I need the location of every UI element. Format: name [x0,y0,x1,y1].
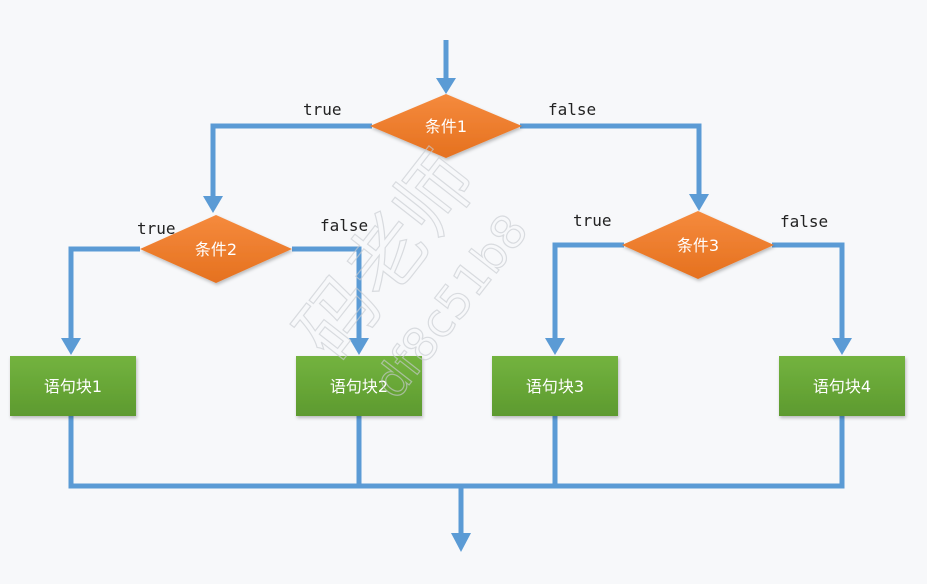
block-3-label: 语句块3 [526,377,584,396]
c3-true-label: true [573,211,612,230]
b3-arrowhead [545,338,565,355]
block-2-label: 语句块2 [330,377,388,396]
b4-arrowhead [832,338,852,355]
merge-line [68,416,845,489]
c2-true-label: true [137,219,176,238]
block-4-label: 语句块4 [813,377,871,396]
c3-true-line [552,242,624,340]
block-4 [779,356,905,416]
block-2 [296,356,422,416]
block-1-label: 语句块1 [44,377,102,396]
c3-false-line [772,242,845,340]
block-1 [10,356,136,416]
arrowheads [61,78,852,552]
decision-1 [370,94,522,158]
c1-true-line [210,123,372,198]
decision-2 [140,215,292,283]
block-3 [492,356,618,416]
c1-false-label: false [548,100,596,119]
decision-2-label: 条件2 [195,240,237,259]
c2-false-label: false [320,216,368,235]
c3-false-label: false [780,212,828,231]
decision-1-label: 条件1 [425,117,467,136]
entry-arrowhead [436,78,456,94]
b2-arrowhead [349,338,369,355]
c1-true-label: true [303,100,342,119]
exit-arrowhead [451,533,471,552]
c2-false-line [292,246,362,340]
c1-false-line [520,123,702,196]
decision-3-label: 条件3 [677,236,719,255]
c2-true-line [68,246,140,340]
decision-3 [622,211,774,279]
b1-arrowhead [61,338,81,355]
c2-arrowhead [203,196,223,213]
connector-lines [68,40,845,535]
c3-arrowhead [689,194,709,211]
